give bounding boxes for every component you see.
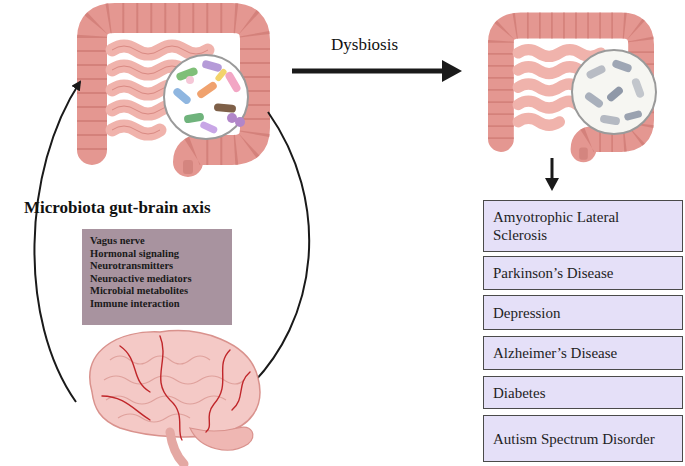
disease-box: Depression: [483, 295, 683, 330]
illustration-part: [196, 80, 219, 99]
illustration-part: [92, 18, 255, 162]
illustration-part: [90, 331, 260, 464]
illustration-part: [170, 432, 184, 464]
illustration-part: [572, 50, 656, 134]
illustration-part: [235, 117, 245, 127]
mechanism-box: Vagus nerveHormonal signalingNeurotransm…: [82, 229, 232, 325]
illustration-part: [244, 112, 309, 392]
illustration-part: [214, 68, 228, 83]
illustration-part: [199, 120, 218, 134]
text-column: Alzheimer’s Disease: [493, 344, 617, 362]
illustration-part: [579, 148, 588, 160]
text-column: Amyotrophic Lateral Sclerosis: [493, 208, 673, 244]
text-column: Autism Spectrum Disorder: [493, 430, 655, 448]
mechanism-item: Microbial metabolites: [90, 285, 224, 298]
illustration-part: [551, 158, 554, 184]
illustration-part: [92, 18, 255, 162]
illustration-part: [186, 76, 194, 84]
illustration-part: [292, 69, 446, 74]
mechanism-item: Neurotransmitters: [90, 260, 224, 273]
illustration-part: [164, 55, 248, 139]
mechanism-item: Vagus nerve: [90, 235, 224, 248]
mechanism-item: Neuroactive mediators: [90, 273, 224, 286]
disease-name: Diabetes: [493, 384, 545, 402]
disease-name: Parkinson’s Disease: [493, 264, 613, 282]
illustration-part: [92, 18, 255, 174]
illustration-part: [183, 160, 193, 174]
disease-name: Autism Spectrum Disorder: [493, 430, 655, 448]
arrow-label: Dysbiosis: [331, 35, 398, 55]
illustration-part: [183, 112, 204, 123]
illustration-part: [102, 336, 250, 440]
axis-title: Microbiota gut-brain axis: [24, 198, 211, 218]
illustration-part: [164, 55, 248, 139]
disease-name: Depression: [493, 304, 561, 322]
illustration-part: [201, 60, 222, 73]
text-column: Parkinson’s Disease: [493, 264, 613, 282]
illustration-part: [611, 59, 633, 73]
illustration-part: [585, 64, 607, 80]
disease-box: Alzheimer’s Disease: [483, 336, 683, 370]
illustration-part: [190, 427, 253, 450]
illustration-part: [624, 110, 643, 121]
illustration-part: [90, 331, 260, 437]
illustration-part: [172, 87, 192, 106]
text-column: Diabetes: [493, 384, 545, 402]
disease-box: Diabetes: [483, 376, 683, 409]
text-column: Depression: [493, 304, 561, 322]
illustration-part: [606, 85, 625, 103]
mechanism-item: Immune interaction: [90, 298, 224, 311]
illustration-part: [631, 77, 645, 99]
disease-name: Alzheimer’s Disease: [493, 344, 617, 362]
illustration-part: [34, 82, 80, 402]
illustration-part: [214, 103, 237, 113]
illustration-part: [224, 70, 242, 93]
text-column: Vagus nerveHormonal signalingNeurotransm…: [90, 235, 224, 311]
illustration-part: [584, 91, 605, 109]
mechanism-item: Hormonal signaling: [90, 248, 224, 261]
disease-name: Amyotrophic Lateral Sclerosis: [493, 208, 673, 244]
illustration-part: [572, 50, 656, 134]
disease-box: Amyotrophic Lateral Sclerosis: [483, 200, 683, 252]
disease-box: Autism Spectrum Disorder: [483, 415, 683, 462]
disease-box: Parkinson’s Disease: [483, 256, 683, 290]
illustration-part: [599, 114, 620, 125]
